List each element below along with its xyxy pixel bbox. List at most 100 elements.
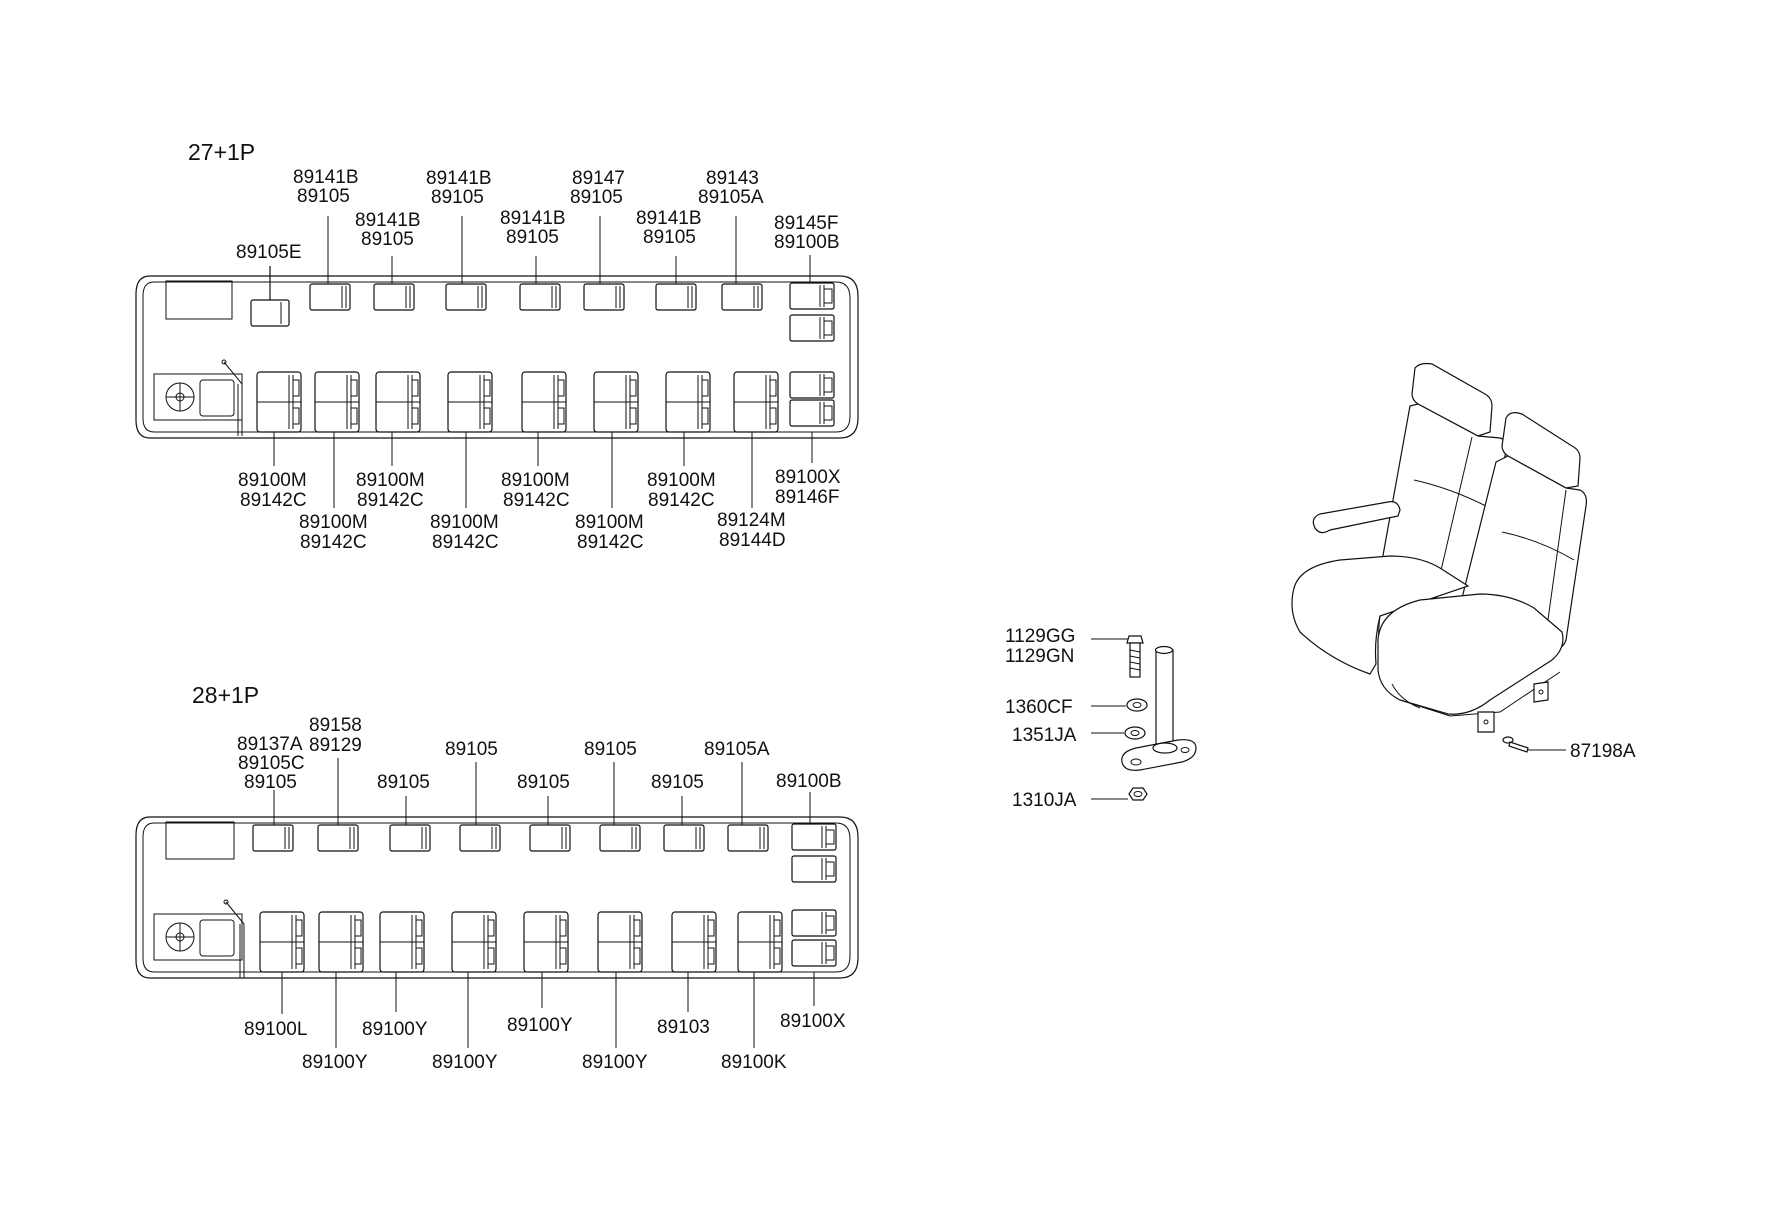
part-label: 89105 (377, 772, 430, 793)
seat-icon (309, 283, 351, 311)
bus-body (135, 275, 859, 439)
double-seat-icon (447, 371, 493, 433)
double-seat-icon (379, 911, 425, 973)
seat-icon (529, 824, 571, 852)
double-seat-icon (521, 371, 567, 433)
part-label: 1310JA (1012, 790, 1077, 811)
double-seat-row (259, 911, 783, 973)
double-seat-icon (523, 911, 569, 973)
seat-icon (583, 283, 625, 311)
seat-icon (655, 283, 697, 311)
seat-icon (252, 824, 294, 852)
bottom-part-labels: 89100L 89100Y 89100Y 89100Y 89100Y 89100… (244, 1011, 846, 1073)
double-seat-icon (318, 911, 364, 973)
leader-lines (273, 216, 813, 508)
seat-icon (727, 824, 769, 852)
screw-icon (1502, 736, 1529, 753)
part-label: 89100Y (507, 1015, 573, 1036)
lock-washer-icon (1124, 726, 1146, 740)
part-label: 89105A (704, 739, 770, 760)
double-seat-row (256, 371, 779, 433)
single-seat-row (309, 283, 763, 311)
seat-icon (721, 283, 763, 311)
part-label: 89100X (780, 1011, 846, 1032)
driver-area (153, 359, 243, 436)
double-seat-icon (259, 911, 305, 973)
part-label: 89100Y (582, 1052, 648, 1073)
layout-title: 27+1P (188, 139, 255, 165)
part-label: 87198A (1570, 741, 1636, 762)
double-seat-icon (375, 371, 421, 433)
double-seat-icon (733, 371, 779, 433)
double-seat-icon (256, 371, 302, 433)
rear-seat-icon (789, 399, 835, 427)
double-seat-icon (737, 911, 783, 973)
rear-seat-icon (789, 314, 835, 342)
double-seat-icon (671, 911, 717, 973)
washer-icon (1126, 698, 1148, 712)
rear-seat-icon (791, 939, 837, 967)
rear-seat-icon (791, 823, 837, 851)
seat-post-icon (1121, 645, 1197, 771)
seat-base-hardware: 1129GG 1129GN 1360CF 1351JA 1310JA (1005, 626, 1197, 811)
seat-icon (373, 283, 415, 311)
driver-seat (250, 266, 290, 327)
rear-seat-icon (791, 909, 837, 937)
part-label: 1351JA (1012, 725, 1077, 746)
rear-seat-icon (791, 855, 837, 883)
double-seat-illustration: 87198A (1291, 362, 1636, 762)
seat-icon (445, 283, 487, 311)
part-label: 1129GG (1005, 626, 1075, 647)
part-label: 89100Y (302, 1052, 368, 1073)
rear-seat-icon (789, 282, 835, 310)
double-seat-icon (597, 911, 643, 973)
double-seat-icon (314, 371, 360, 433)
seat-icon (519, 283, 561, 311)
single-seat-row (252, 824, 769, 852)
seat-icon (599, 824, 641, 852)
seat-icon (389, 824, 431, 852)
driver-area (153, 899, 245, 978)
seat-icon (663, 824, 705, 852)
rear-seats (791, 823, 837, 967)
double-seat-icon (593, 371, 639, 433)
seat-icon (317, 824, 359, 852)
layout-27-1p: 27+1P (135, 139, 859, 553)
leader-lines (273, 758, 815, 1048)
part-label: 89100L (244, 1019, 307, 1040)
part-label: 1129GN (1005, 646, 1074, 667)
part-label: 1360CF (1005, 697, 1073, 718)
layout-title: 28+1P (192, 682, 259, 708)
part-label: 89105 (445, 739, 498, 760)
part-label: 89105 (584, 739, 637, 760)
rear-seats (789, 282, 835, 427)
bus-body (135, 816, 859, 979)
part-label: 89100Y (362, 1019, 428, 1040)
bolt-icon (1126, 635, 1144, 678)
part-label: 89100B (776, 771, 842, 792)
part-label: 89103 (657, 1017, 710, 1038)
